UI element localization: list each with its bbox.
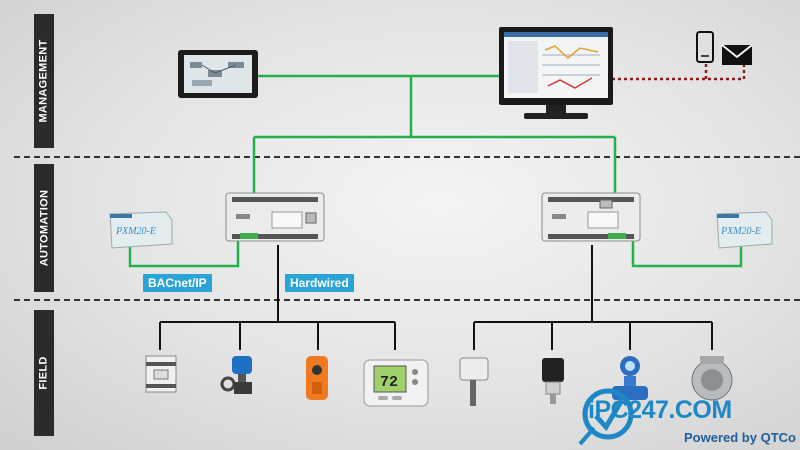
network-lines — [128, 74, 743, 268]
controller-icon — [541, 192, 641, 242]
divider-automation-field — [14, 299, 800, 301]
envelope-icon — [721, 44, 753, 65]
duct-sensor-icon — [459, 357, 489, 406]
pxm-panel-icon: PXM20-E — [109, 211, 173, 249]
layer-field: FIELD — [34, 310, 54, 436]
pressure-sensor-icon — [542, 358, 564, 404]
ipc247-logo-icon — [578, 388, 634, 446]
smartphone-icon — [696, 31, 714, 63]
watermark-brand-suffix: .COM — [668, 396, 732, 424]
ball-valve-icon — [691, 356, 733, 401]
pxm-left-label: PXM20-E — [115, 226, 156, 237]
watermark-brand: iPC247.COM — [588, 396, 732, 425]
watermark-tagline: Powered by QTCo — [684, 430, 796, 445]
damper-actuator-icon — [306, 356, 328, 400]
layer-management: MANAGEMENT — [34, 14, 54, 148]
pxm-right-label: PXM20-E — [720, 226, 761, 237]
notification-line — [612, 60, 746, 81]
pxm-panel-icon: PXM20-E — [716, 211, 773, 249]
divider-management-automation — [14, 156, 800, 158]
field-bus-lines — [159, 245, 713, 350]
layer-automation: AUTOMATION — [34, 164, 54, 292]
hardwired-label: Hardwired — [285, 274, 354, 292]
thermostat-reading: 72 — [380, 374, 398, 391]
valve-actuator-icon — [220, 356, 252, 394]
watermark-brand-prefix: iPC247 — [588, 396, 669, 424]
hmi-panel-icon — [178, 50, 258, 98]
io-module-icon — [145, 355, 177, 393]
controller-icon — [225, 192, 325, 242]
bacnet-ip-label: BACnet/IP — [143, 274, 212, 292]
workstation-monitor-icon — [499, 27, 613, 119]
thermostat-icon: 72 — [363, 359, 429, 407]
